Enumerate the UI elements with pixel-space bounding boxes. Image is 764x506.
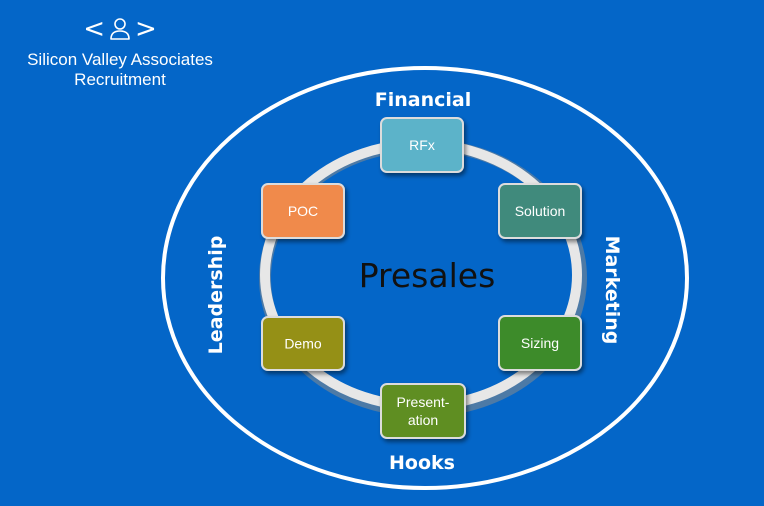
node-presentation: Present-ation [380, 383, 466, 439]
node-presentation-label: Present- [397, 394, 450, 410]
node-rfx-box [380, 117, 464, 173]
node-presentation-box [380, 383, 466, 439]
node-solution-label: Solution [515, 203, 566, 219]
label-leadership: Leadership [205, 236, 227, 355]
node-demo-box [261, 316, 345, 371]
label-hooks: Hooks [389, 452, 455, 474]
node-presentation-label: ation [408, 412, 438, 428]
node-poc-box [261, 183, 345, 239]
company-name: Silicon Valley Associates [27, 50, 213, 69]
node-demo: Demo [261, 316, 345, 371]
node-demo-label: Demo [284, 336, 322, 352]
node-poc: POC [261, 183, 345, 239]
person-in-brackets-icon: < > [83, 14, 157, 44]
label-financial: Financial [375, 89, 471, 111]
node-rfx-label: RFx [409, 137, 435, 153]
node-solution-box [498, 183, 582, 239]
logo: < > Silicon Valley Associates Recruitmen… [0, 10, 240, 89]
node-poc-label: POC [288, 203, 318, 219]
node-sizing: Sizing [498, 315, 582, 371]
center-label: Presales [359, 256, 496, 295]
company-tagline: Recruitment [74, 70, 166, 89]
node-rfx: RFx [380, 117, 464, 173]
node-sizing-label: Sizing [521, 335, 559, 351]
label-marketing: Marketing [601, 236, 623, 345]
node-solution: Solution [498, 183, 582, 239]
outer-ellipse [161, 66, 689, 490]
node-sizing-box [498, 315, 582, 371]
